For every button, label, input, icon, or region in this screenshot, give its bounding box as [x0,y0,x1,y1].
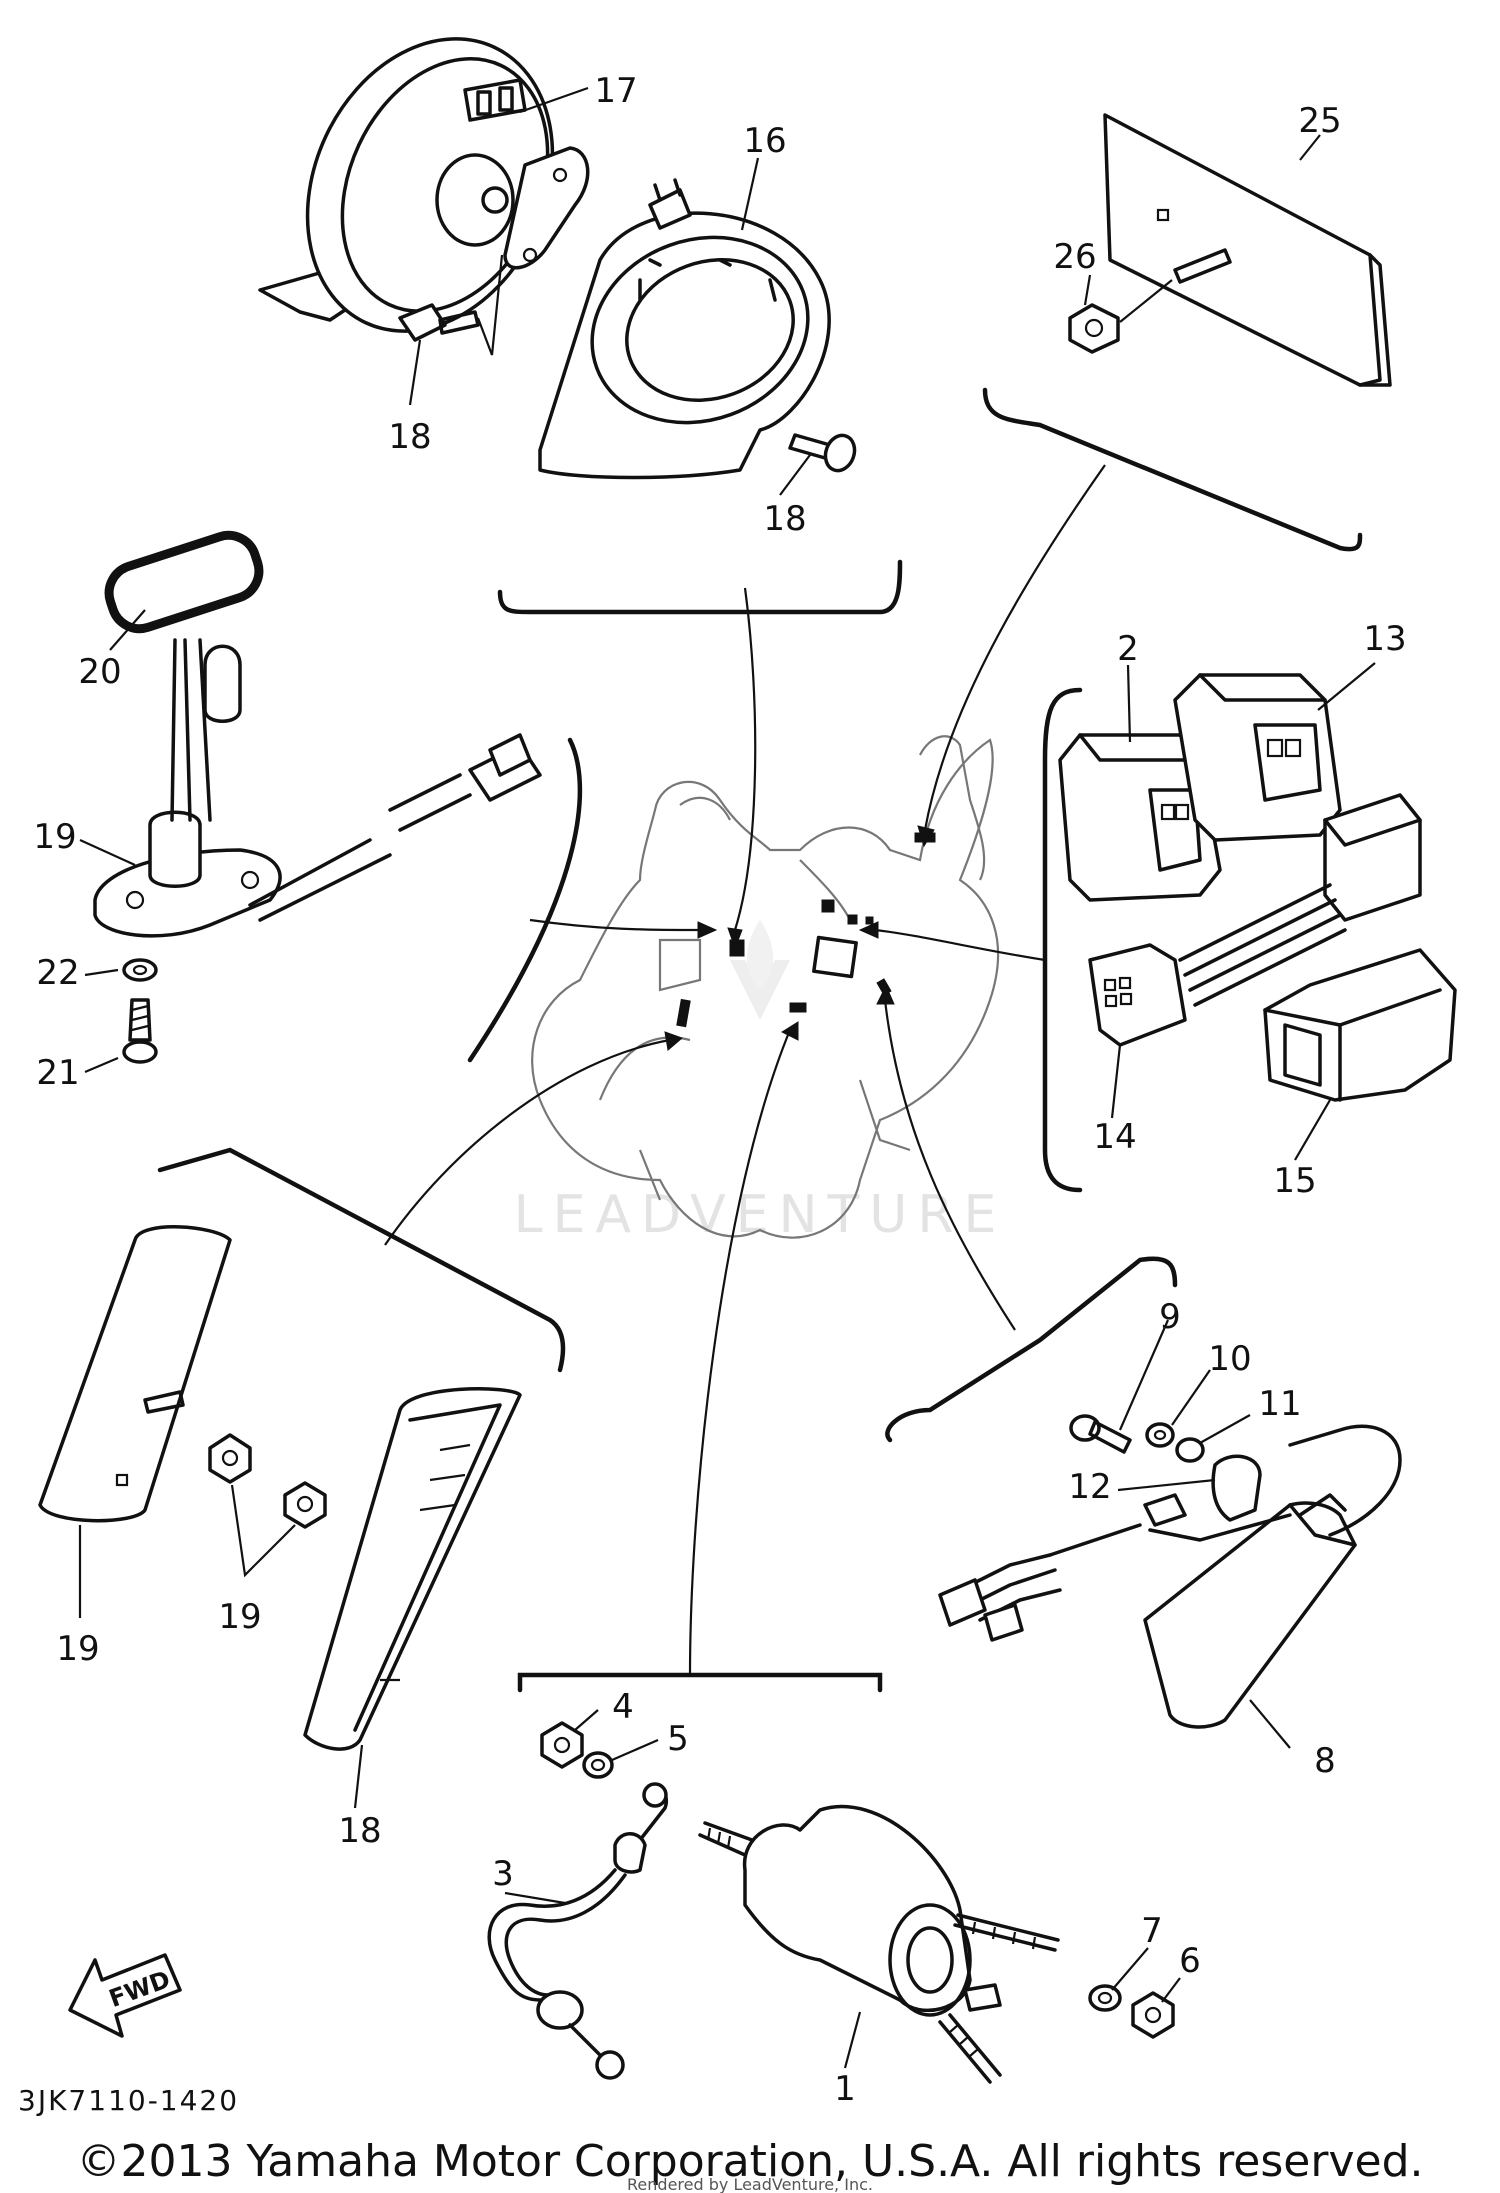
relay-15 [1263,948,1457,1102]
callout-14: 14 [1093,1117,1136,1157]
rendered-by-text: Rendered by LeadVenture, Inc. [627,2175,873,2193]
callout-10: 10 [1208,1339,1251,1379]
callout-25: 25 [1298,101,1341,141]
watermark-text: LEADVENTURE [514,1185,1007,1245]
nut-6 [1131,1991,1175,2039]
callout-5: 5 [667,1719,689,1759]
callout-15: 15 [1273,1161,1316,1201]
callout-9: 9 [1159,1297,1181,1337]
gasket-22 [104,530,264,634]
callout-22: 20 [78,652,121,692]
callout-2: 2 [1117,629,1139,669]
callout-11: 11 [1258,1384,1301,1424]
leadventure-watermark: LEADVENTURE [514,920,1007,1245]
callout-6: 6 [1179,1941,1201,1981]
callout-20: 19 [218,1597,261,1637]
washer-5 [582,1751,614,1779]
horn-17 [258,37,590,333]
nut-26 [1068,248,1232,354]
callout-18-left: 18 [388,417,431,457]
lead-3 [487,1782,668,2080]
washer-7 [1088,1984,1122,2012]
horn-17-bolt [398,254,504,356]
callout-3: 3 [492,1854,514,1894]
callout-19-left: 19 [56,1629,99,1669]
callouts: 17 16 18 18 25 26 20 19 22 21 2 13 14 15… [33,71,1406,2109]
callout-4: 4 [612,1687,634,1727]
callout-7: 7 [1141,1911,1163,1951]
nut-20 [208,1433,327,1578]
horn-16-bolt [788,433,857,473]
clamp-12 [1211,1454,1262,1522]
reflector-19-left [38,1225,232,1523]
reflector-25 [1103,113,1392,387]
callout-17: 17 [594,71,637,111]
callout-leaders [78,86,1376,2069]
flasher-relay-8 [938,1424,1402,1729]
callout-19-right: 18 [338,1811,381,1851]
group-connectors [157,387,1363,1693]
callout-1: 1 [834,2069,856,2109]
screw-23 [122,998,158,1064]
reference-code: 3JK7110-1420 [18,2084,239,2117]
washer-10 [1145,1422,1175,1448]
fwd-arrow: FWD [68,1953,182,2038]
collar-11 [1175,1437,1205,1463]
horn-16 [538,178,831,480]
washer-24 [122,958,158,982]
reflector-19-right [303,1387,522,1751]
callout-12: 12 [1068,1467,1111,1507]
callout-26: 26 [1053,237,1096,277]
callout-13: 13 [1363,619,1406,659]
flasher-relay-14 [1088,793,1422,1047]
copyright-text: ©2013 Yamaha Motor Corporation, U.S.A. A… [77,2136,1424,2187]
starter-relay-1 [698,1804,1060,2084]
relay-2 [1058,733,1222,902]
callout-18-right: 18 [763,499,806,539]
relay-13 [1173,673,1342,842]
callout-24: 22 [36,953,79,993]
fuel-sender-21 [93,638,542,938]
callout-23: 21 [36,1053,79,1093]
callout-16: 16 [743,121,786,161]
bolt-9 [1069,1414,1132,1454]
nut-4 [540,1721,584,1769]
callout-8: 8 [1314,1741,1336,1781]
callout-21: 19 [33,817,76,857]
